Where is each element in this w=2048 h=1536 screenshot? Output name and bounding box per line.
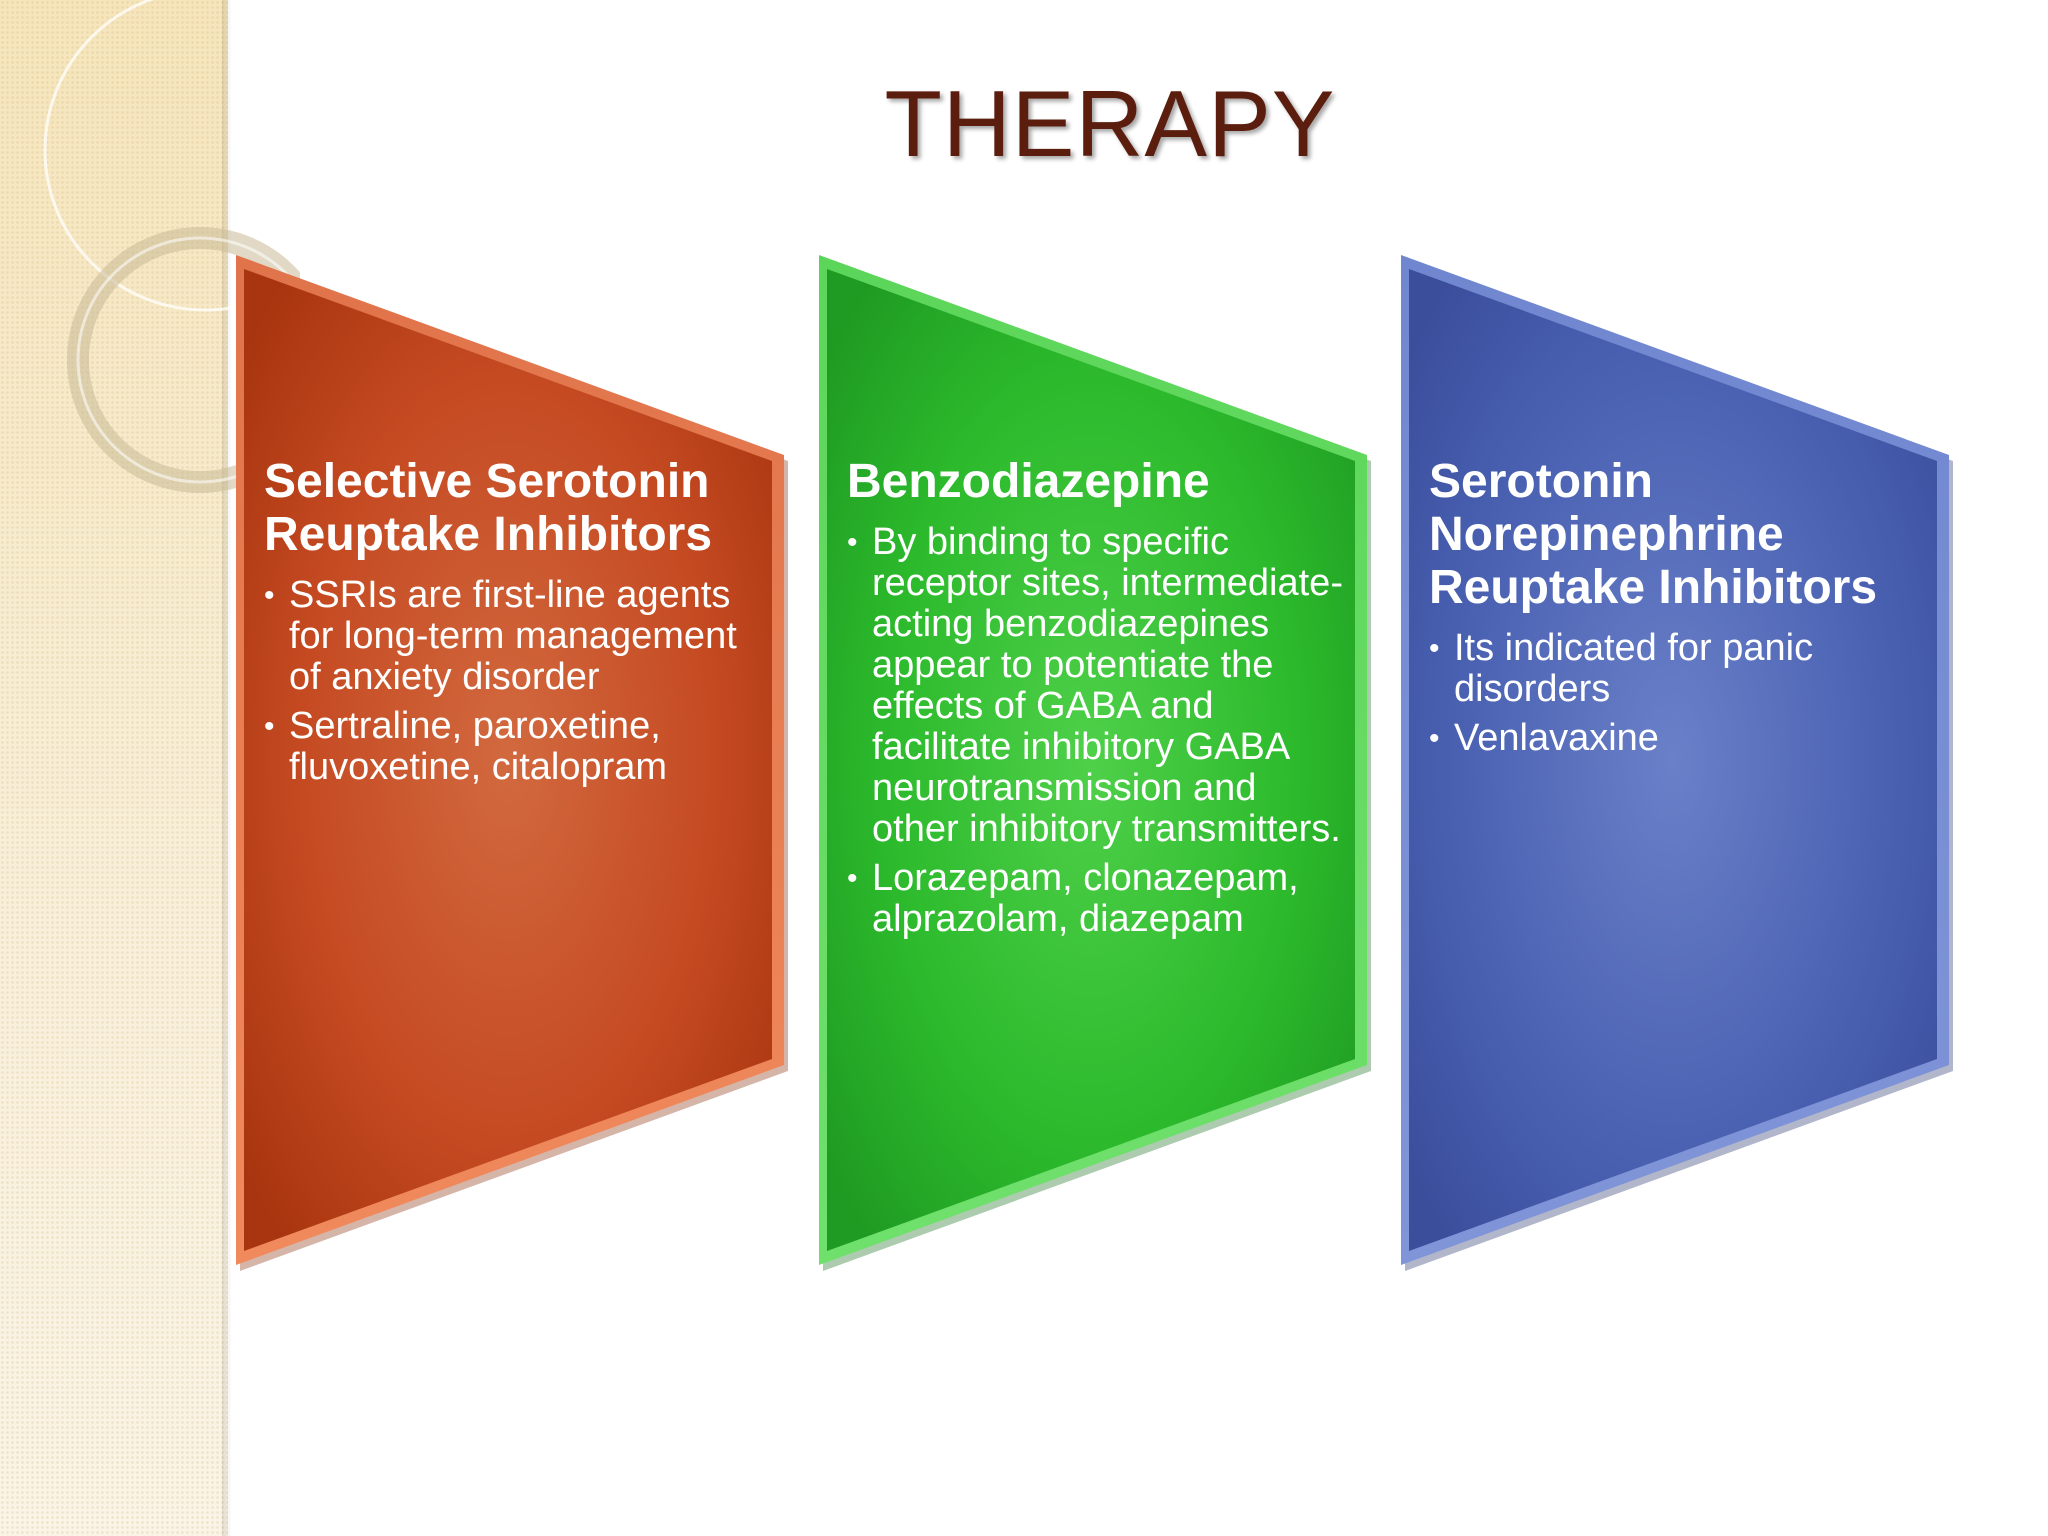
slide-title: THERAPY — [884, 71, 1336, 176]
panel-ssri-content: Selective Serotonin Reuptake Inhibitors … — [264, 455, 764, 796]
chevron-shape-blue — [1401, 255, 1953, 1271]
panel-snri: Serotonin Norepinephrine Reuptake Inhibi… — [1401, 255, 1953, 1271]
panel-benzodiazepine-content: Benzodiazepine •By binding to specific r… — [847, 455, 1347, 948]
panel-benzodiazepine: Benzodiazepine •By binding to specific r… — [819, 255, 1371, 1271]
bullet-item: •Sertraline, paroxetine, fluvoxetine, ci… — [264, 705, 668, 788]
panel-snri-heading: Serotonin Norepinephrine Reuptake Inhibi… — [1429, 455, 1878, 614]
panel-benzodiazepine-heading: Benzodiazepine — [847, 455, 1210, 508]
decorative-rings — [43, 0, 300, 493]
bullet-item: •Lorazepam, clonazepam, alprazolam, diaz… — [847, 857, 1299, 940]
panel-ssri-bullets: •SSRIs are first-line agents for long-te… — [264, 575, 764, 788]
panel-ssri: Selective Serotonin Reuptake Inhibitors … — [236, 255, 788, 1271]
bullet-item: •SSRIs are first-line agents for long-te… — [264, 574, 737, 698]
panel-ssri-heading: Selective Serotonin Reuptake Inhibitors — [264, 455, 713, 561]
bullet-item: •Venlavaxine — [1429, 717, 1659, 759]
decorative-side-stripe — [0, 0, 228, 1536]
chevron-shape-green — [819, 255, 1371, 1271]
bullet-item: •By binding to specific receptor sites, … — [847, 521, 1343, 850]
bullet-item: •Its indicated for panic disorders — [1429, 627, 1814, 710]
panel-benzodiazepine-bullets: •By binding to specific receptor sites, … — [847, 522, 1347, 940]
panel-snri-bullets: •Its indicated for panic disorders •Venl… — [1429, 628, 1929, 759]
panel-snri-content: Serotonin Norepinephrine Reuptake Inhibi… — [1429, 455, 1929, 767]
chevron-shape-orange — [236, 255, 788, 1271]
side-stripe-shadow — [222, 0, 232, 1536]
